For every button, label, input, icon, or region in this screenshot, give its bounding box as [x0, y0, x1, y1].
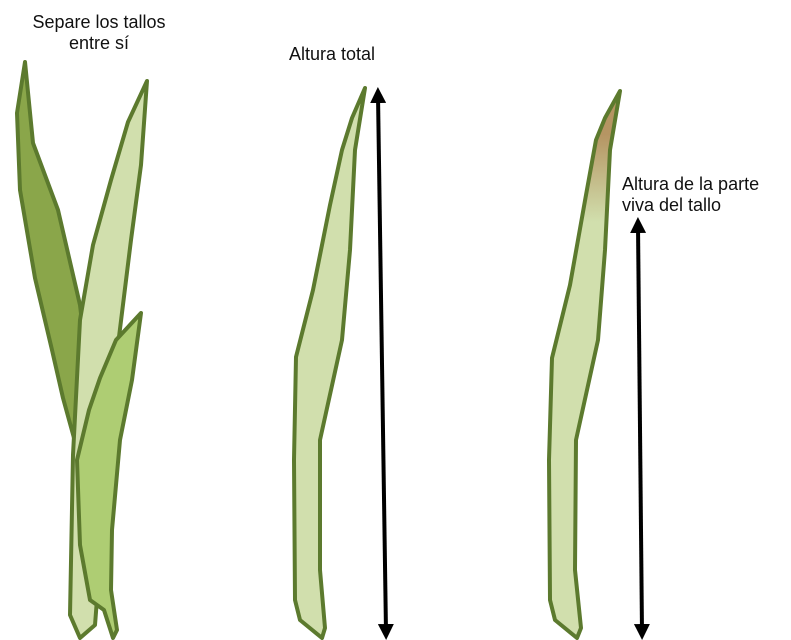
- total-height-arrow: [378, 95, 386, 632]
- separate-stems-label: Separe los tallos entre sí: [8, 12, 190, 54]
- separate-stems-label-line1: Separe los tallos: [8, 12, 190, 33]
- live-height-label-line1: Altura de la parte: [622, 174, 791, 195]
- live-height-label: Altura de la parte viva del tallo: [622, 174, 791, 216]
- stem-bunch: [17, 62, 147, 638]
- stem-leaf-dead-tip: [549, 91, 620, 638]
- live-height-label-line2: viva del tallo: [622, 195, 791, 216]
- live-height-arrow: [638, 225, 642, 632]
- total-height-stem: [294, 88, 386, 638]
- total-height-label: Altura total: [289, 44, 375, 65]
- separate-stems-label-line2: entre sí: [8, 33, 190, 54]
- stem-leaf: [294, 88, 365, 638]
